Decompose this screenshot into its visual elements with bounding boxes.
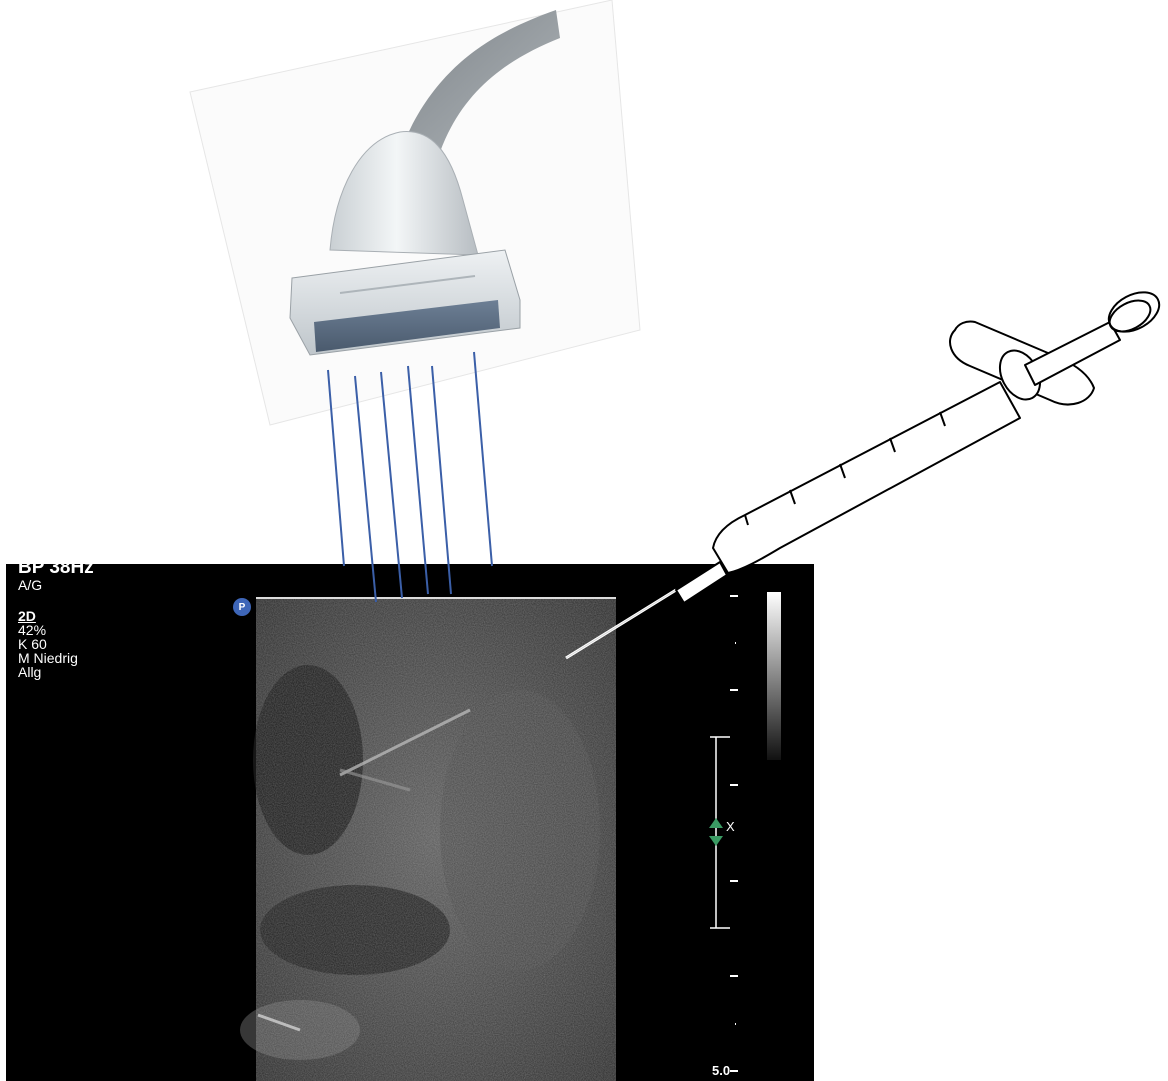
mode-subtitle: A/G [18, 578, 42, 592]
ultrasound-overlay: BP 38Hz A/G 2D 42% K 60 M Niedrig Allg P… [6, 564, 814, 1081]
preset-value: Allg [18, 665, 78, 679]
mode-label: 2D [18, 609, 78, 623]
imaging-settings: 2D 42% K 60 M Niedrig Allg [18, 609, 78, 679]
probe-marker-icon: P [233, 598, 251, 616]
ultrasound-probe-icon [190, 0, 640, 425]
mode-title: BP 38Hz [18, 558, 94, 577]
focus-marker: X [726, 819, 735, 834]
syringe-icon [676, 284, 1166, 603]
depth-label: 5.0 [712, 1063, 730, 1078]
m-value: M Niedrig [18, 651, 78, 665]
gain-value: 42% [18, 623, 78, 637]
k-value: K 60 [18, 637, 78, 651]
